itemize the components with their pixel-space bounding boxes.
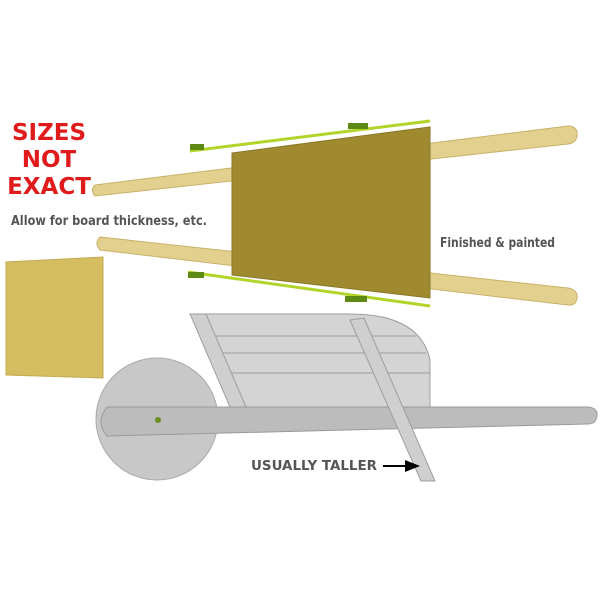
rear-leg-brace [349, 317, 436, 482]
tray-bottom-board [231, 126, 431, 299]
upper-side-rail [189, 119, 431, 153]
usually-taller-note: USUALLY TALLER [251, 459, 377, 474]
frame-handle [100, 406, 598, 437]
upper-rail-bracket-left [190, 144, 204, 150]
lower-rail-bracket-left [188, 272, 204, 278]
warning-line-1: SIZES [12, 120, 86, 146]
board-thickness-note: Allow for board thickness, etc. [11, 214, 207, 229]
finished-painted-note: Finished & painted [440, 236, 555, 251]
upper-rail-bracket-right [348, 123, 368, 129]
axle-dot [155, 417, 161, 423]
usually-taller-arrow-icon [405, 460, 420, 472]
lower-side-rail [187, 270, 431, 308]
warning-line-2: NOT [22, 147, 77, 173]
warning-line-3: EXACT [7, 174, 91, 200]
lower-rail-bracket-right [345, 296, 367, 302]
front-end-board [5, 256, 104, 379]
